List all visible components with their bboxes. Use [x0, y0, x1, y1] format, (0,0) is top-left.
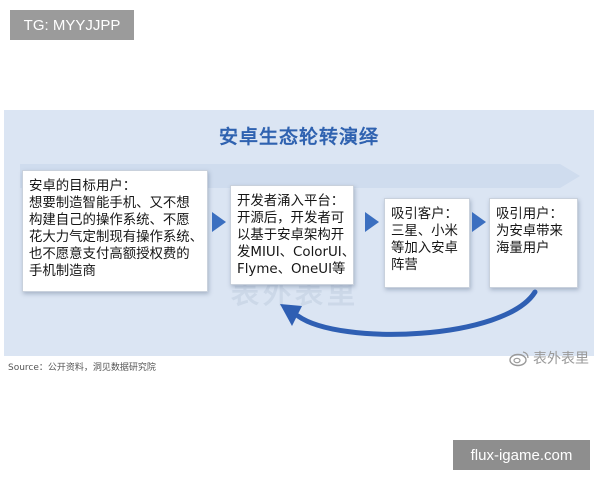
box-line: 想要制造智能手机、又不想: [29, 196, 190, 211]
box-line: 开发者涌入平台：: [237, 194, 345, 209]
tg-badge: TG: MYYJJPP: [10, 10, 134, 40]
step-box-target-users: 安卓的目标用户： 想要制造智能手机、又不想 构建自己的操作系统、不愿 花大力气定…: [22, 170, 208, 292]
box-line: 为安卓带来: [496, 224, 563, 239]
box-line: 阵营: [391, 258, 418, 273]
box-line: Flyme、OneUI等: [237, 262, 346, 277]
box-line: 以基于安卓架构开: [237, 228, 345, 243]
right-arrow-icon: [212, 212, 226, 232]
box-line: 手机制造商: [29, 264, 96, 279]
box-line: 海量用户: [496, 241, 550, 256]
right-arrow-icon: [365, 212, 379, 232]
box-line: 也不愿意支付高额授权费的: [29, 247, 190, 262]
box-line: 构建自己的操作系统、不愿: [29, 213, 190, 228]
step-box-developers: 开发者涌入平台： 开源后，开发者可 以基于安卓架构开 发MIUI、ColorUI…: [230, 185, 356, 285]
box-line: 花大力气定制现有操作系统、: [29, 230, 204, 245]
right-arrow-icon: [472, 212, 486, 232]
box-line: 安卓的目标用户：: [29, 179, 137, 194]
diagram-title: 安卓生态轮转演绎: [218, 126, 379, 148]
box-line: 发MIUI、ColorUI、: [237, 245, 356, 260]
step-box-attract-customers: 吸引客户： 三星、小米 等加入安卓 阵营: [384, 198, 470, 288]
source-note: Source：公开资料，洞见数据研究院: [8, 363, 156, 373]
social-watermark: 表外表里: [508, 348, 589, 368]
social-handle: 表外表里: [533, 351, 589, 367]
box-line: 三星、小米: [391, 224, 458, 239]
step-box-attract-users: 吸引用户： 为安卓带来 海量用户: [489, 198, 578, 288]
site-badge[interactable]: flux-igame.com: [453, 440, 590, 470]
box-line: 吸引客户：: [391, 207, 458, 222]
box-line: 开源后，开发者可: [237, 211, 345, 226]
weibo-icon: [509, 351, 529, 367]
box-line: 吸引用户：: [496, 207, 563, 222]
box-line: 等加入安卓: [391, 241, 458, 256]
